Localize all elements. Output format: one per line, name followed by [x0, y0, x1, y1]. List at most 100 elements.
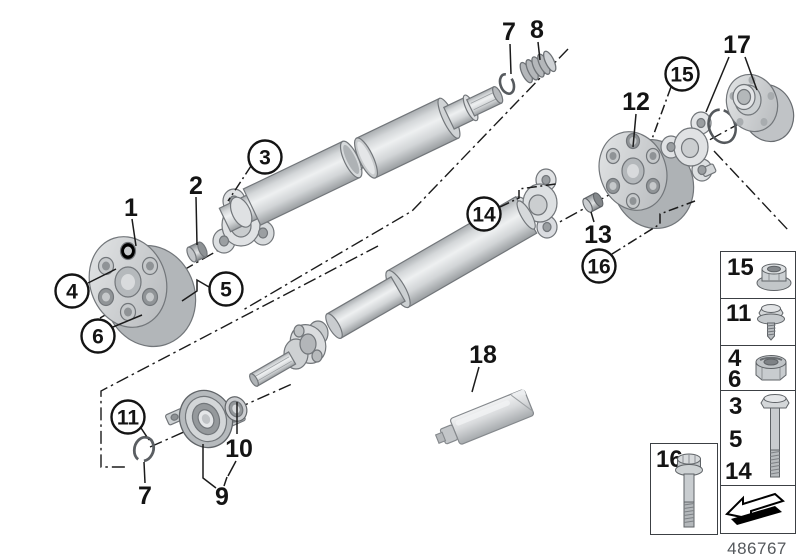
callout-15[interactable]: 15: [664, 56, 700, 92]
callout-leader-line: [651, 86, 672, 140]
callout-number: 12: [622, 88, 650, 116]
callout-number: 1: [124, 194, 138, 222]
callout-leader-line: [140, 427, 150, 441]
legend-box-3-5-14[interactable]: 3 5 14: [721, 391, 795, 486]
callout-17[interactable]: 17: [723, 31, 751, 59]
callout-circle: [80, 318, 116, 354]
flange-nut-icon: [756, 263, 792, 291]
bearing-inner-race: [224, 396, 248, 422]
callout-number: 16: [587, 256, 610, 279]
legend-label: 3: [729, 393, 743, 420]
callout-8[interactable]: 8: [530, 16, 544, 44]
legend-box-4-6[interactable]: 4 6: [721, 345, 795, 393]
callout-circle: [247, 139, 283, 175]
callout-9[interactable]: 9: [215, 483, 229, 511]
callout-16[interactable]: 16: [581, 248, 617, 284]
flexible-disc-front: [88, 236, 197, 348]
callout-circle: [581, 248, 617, 284]
callout-leader-line: [471, 366, 480, 393]
axis-dashdot-line: [242, 48, 569, 311]
callout-leader-line: [87, 268, 117, 284]
callout-number: 11: [117, 407, 140, 430]
callout-leader-line: [744, 56, 758, 91]
callout-12[interactable]: 12: [622, 88, 650, 116]
callout-leader-line: [131, 218, 137, 247]
callout-10[interactable]: 10: [225, 435, 253, 463]
callout-leader-line: [611, 200, 696, 255]
flexible-disc-rear: [598, 131, 695, 230]
snap-ring-rear: [132, 435, 156, 463]
callout-circle: [110, 399, 146, 435]
legend-label: 5: [729, 426, 743, 453]
centering-bush-rear: [582, 192, 604, 213]
splined-stub-shaft: [249, 351, 297, 387]
callout-4[interactable]: 4: [54, 273, 90, 309]
callout-1[interactable]: 1: [124, 194, 138, 222]
callout-number: 7: [502, 18, 516, 46]
callout-7[interactable]: 7: [138, 482, 152, 510]
callout-number: 18: [469, 341, 497, 369]
callout-number: 14: [472, 204, 496, 227]
callout-number: 6: [92, 326, 104, 349]
rear-shaft-tube-2: [325, 276, 406, 339]
legend-box-16[interactable]: 16: [650, 443, 718, 535]
legend-label: 4: [728, 345, 742, 372]
callout-circle: [54, 273, 90, 309]
callout-leader-line: [112, 314, 143, 328]
legend-box-arrow[interactable]: [721, 486, 795, 532]
callout-leader-line: [632, 113, 637, 148]
callout-14[interactable]: 14: [466, 196, 502, 232]
callout-7[interactable]: 7: [502, 18, 516, 46]
callout-circle: [466, 196, 502, 232]
legend-box-11[interactable]: 11: [721, 299, 795, 346]
callout-leader-line: [509, 43, 512, 75]
direction-arrow-icon: [724, 492, 786, 525]
callout-18[interactable]: 18: [469, 341, 497, 369]
callout-11[interactable]: 11: [110, 399, 146, 435]
centering-bush-front: [186, 241, 208, 263]
callout-number: 7: [138, 482, 152, 510]
callout-leader-line: [227, 460, 237, 477]
callout-number: 3: [259, 147, 271, 170]
spline-bolt-icon: [675, 453, 703, 528]
callout-leader-line: [590, 211, 595, 223]
callout-2[interactable]: 2: [189, 172, 203, 200]
three-arm-flange: [660, 111, 717, 182]
front-shaft-tube-2: [353, 85, 504, 179]
hex-bolt-icon: [760, 394, 790, 478]
callout-leader-line: [143, 461, 146, 484]
callout-number: 4: [66, 281, 78, 304]
legend-label: 6: [728, 366, 742, 393]
lock-nut-icon: [755, 355, 787, 381]
leader-lines-layer: [87, 41, 758, 489]
callout-3[interactable]: 3: [247, 139, 283, 175]
callout-leader-line: [181, 278, 210, 302]
callout-6[interactable]: 6: [80, 318, 116, 354]
callout-leader-line: [537, 41, 541, 61]
axis-dashdot-line: [100, 245, 379, 468]
callout-number: 13: [584, 221, 612, 249]
rear-shaft-tube: [385, 195, 538, 309]
sliding-sleeve: [519, 50, 557, 84]
callout-number: 17: [723, 31, 751, 59]
callout-5[interactable]: 5: [208, 271, 244, 307]
snap-ring-front: [498, 73, 516, 95]
callout-leader-line: [227, 165, 252, 202]
callout-leader-line: [202, 444, 217, 489]
front-shaft-tube-1: [218, 140, 363, 233]
callout-13[interactable]: 13: [584, 221, 612, 249]
callout-number: 5: [220, 279, 232, 302]
legend-label: 11: [726, 300, 752, 327]
axis-dashdot-line: [713, 150, 790, 232]
legend-box-15[interactable]: 15: [721, 252, 795, 299]
callout-circle: [208, 271, 244, 307]
grease-tube: [434, 389, 535, 445]
callout-leader-line: [499, 183, 557, 208]
callout-number: 2: [189, 172, 203, 200]
legend-label: 14: [725, 458, 752, 485]
callout-leader-line: [705, 56, 730, 113]
diagram-part-number: 486767: [727, 539, 787, 558]
